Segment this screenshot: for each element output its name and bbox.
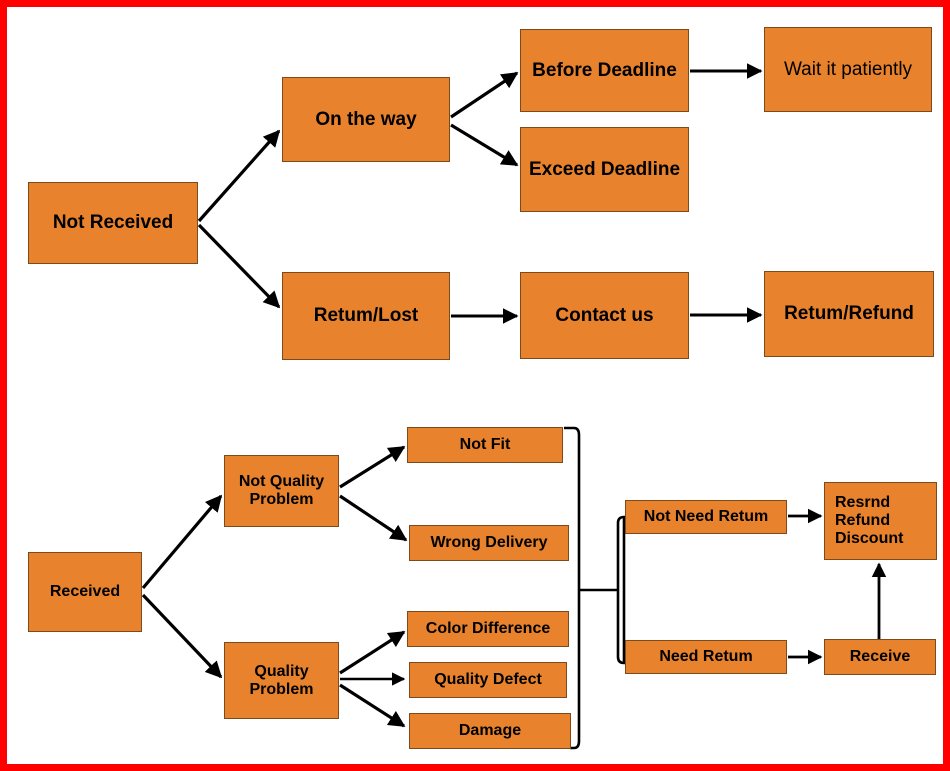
node-on-the-way[interactable]: On the way [282, 77, 450, 162]
node-label: Received [49, 583, 121, 601]
merge-bracket-left [564, 426, 581, 750]
node-not-quality-problem[interactable]: Not Quality Problem [224, 455, 339, 527]
node-wait-it-patiently[interactable]: Wait it patiently [764, 27, 932, 112]
node-received[interactable]: Received [28, 552, 142, 632]
node-label: Color Difference [425, 620, 551, 638]
node-label: Retum/Refund [784, 303, 914, 325]
node-quality-defect[interactable]: Quality Defect [409, 662, 567, 698]
edge-received-to-not-quality-problem [141, 494, 223, 590]
edge-received-to-quality-problem [141, 593, 223, 679]
node-label: Damage [458, 722, 522, 740]
node-label: Not Fit [459, 436, 511, 454]
node-label: Receive [849, 648, 911, 666]
node-label: Quality Defect [434, 671, 542, 689]
node-label: Not Received [52, 212, 174, 234]
node-return-refund[interactable]: Retum/Refund [764, 271, 934, 357]
edge-on-the-way-to-exceed-deadline [450, 123, 519, 167]
node-label: Retum/Lost [313, 305, 419, 327]
node-before-deadline[interactable]: Before Deadline [520, 29, 689, 112]
edge-not-quality-problem-to-not-fit [339, 445, 406, 489]
node-label: Not Need Retum [643, 508, 769, 526]
node-label: On the way [315, 108, 417, 130]
node-label: Not Quality Problem [238, 473, 325, 508]
node-not-need-return[interactable]: Not Need Retum [625, 500, 787, 534]
node-resend-refund-discount[interactable]: Resrnd Refund Discount [824, 482, 937, 560]
node-label: Wrong Delivery [430, 534, 548, 552]
edge-not-quality-problem-to-wrong-delivery [339, 494, 408, 542]
node-not-received[interactable]: Not Received [28, 182, 198, 264]
node-label: Resrnd Refund Discount [835, 494, 904, 547]
node-quality-problem[interactable]: Quality Problem [224, 642, 339, 719]
node-receive[interactable]: Receive [824, 639, 936, 675]
node-label: Wait it patiently [783, 58, 913, 80]
edge-quality-problem-to-damage [339, 683, 406, 728]
node-exceed-deadline[interactable]: Exceed Deadline [520, 127, 689, 212]
node-label: Before Deadline [532, 59, 677, 81]
node-label: Contact us [555, 304, 654, 326]
edge-on-the-way-to-before-deadline [450, 71, 519, 119]
node-label: Quality Problem [249, 662, 314, 698]
node-not-fit[interactable]: Not Fit [407, 427, 563, 463]
node-label: Need Retum [659, 648, 753, 666]
flowchart-canvas: Not Received On the way Before Deadline … [7, 7, 943, 764]
node-wrong-delivery[interactable]: Wrong Delivery [409, 525, 569, 561]
node-need-return[interactable]: Need Retum [625, 640, 787, 674]
edge-quality-problem-to-color-difference [339, 630, 406, 675]
node-return-lost[interactable]: Retum/Lost [282, 272, 450, 360]
node-label: Exceed Deadline [529, 158, 681, 180]
node-contact-us[interactable]: Contact us [520, 272, 689, 359]
node-color-difference[interactable]: Color Difference [407, 611, 569, 647]
edge-not-received-to-on-the-way [197, 129, 281, 223]
node-damage[interactable]: Damage [409, 713, 571, 749]
edge-not-received-to-return-lost [197, 223, 281, 309]
flowchart-connectors [141, 63, 887, 750]
